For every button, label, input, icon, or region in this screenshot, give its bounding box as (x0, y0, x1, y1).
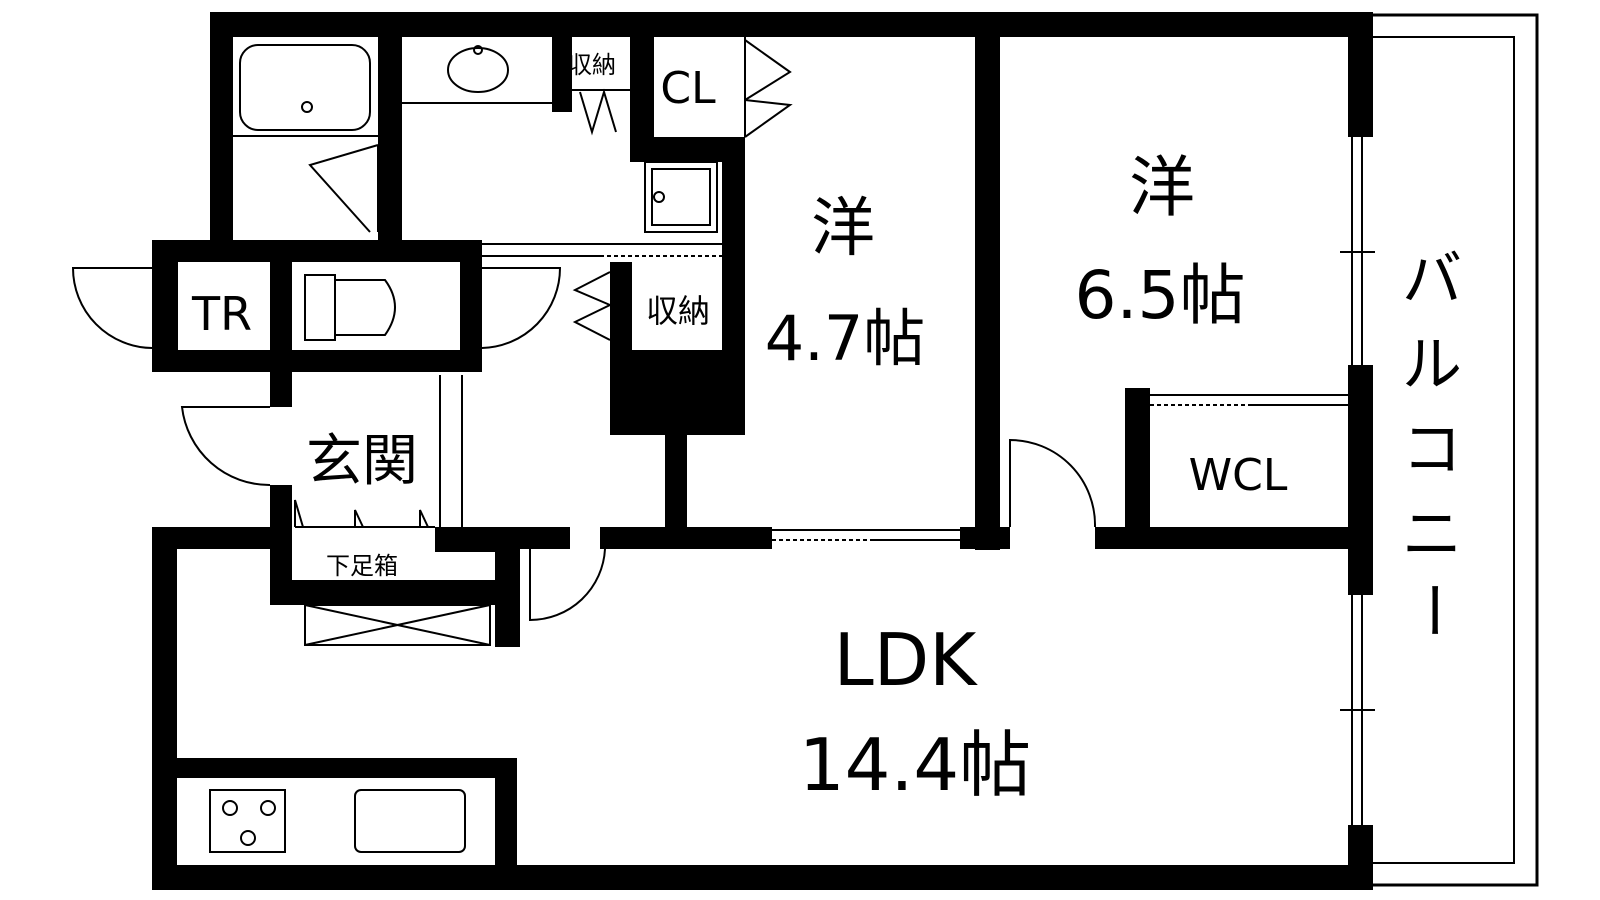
balcony-outline (1351, 13, 1539, 887)
balcony-char-1: バ (1402, 245, 1462, 315)
storage-top-label: 収納 (568, 51, 616, 79)
western-room-1-size: 4.7帖 (765, 302, 926, 375)
storage-mid-label: 収納 (646, 292, 710, 330)
closet-label: CL (660, 63, 716, 114)
balcony-char-4: ニ (1402, 500, 1462, 570)
western-room-2-name: 洋 (1129, 149, 1195, 226)
walk-in-closet-label: WCL (1189, 450, 1288, 501)
stove (209, 789, 286, 853)
bathtub (239, 44, 371, 131)
balcony-char-2: ル (1402, 330, 1462, 400)
ldk-name: LDK (834, 618, 979, 702)
balcony-label: バ ル コ ニ ー (1397, 245, 1467, 640)
balcony-char-3: コ (1402, 415, 1462, 485)
kitchen-sink (354, 789, 466, 853)
shoe-box-label: 下足箱 (326, 552, 398, 580)
ldk-size: 14.4帖 (799, 723, 1031, 807)
fixtures (71, 37, 1375, 853)
entrance-label: 玄関 (306, 429, 418, 494)
balcony-char-5: ー (1397, 580, 1467, 640)
western-room-1-name: 洋 (811, 192, 875, 266)
toilet-label: TR (191, 287, 252, 341)
washbasin (447, 47, 509, 93)
toilet (304, 274, 336, 341)
walls (152, 12, 1373, 890)
labels: 収納 CL TR 収納 洋 4.7帖 洋 6.5帖 玄関 下足箱 WCL LDK… (191, 51, 1467, 807)
washer-pan (644, 161, 718, 233)
western-room-2-size: 6.5帖 (1075, 257, 1246, 334)
